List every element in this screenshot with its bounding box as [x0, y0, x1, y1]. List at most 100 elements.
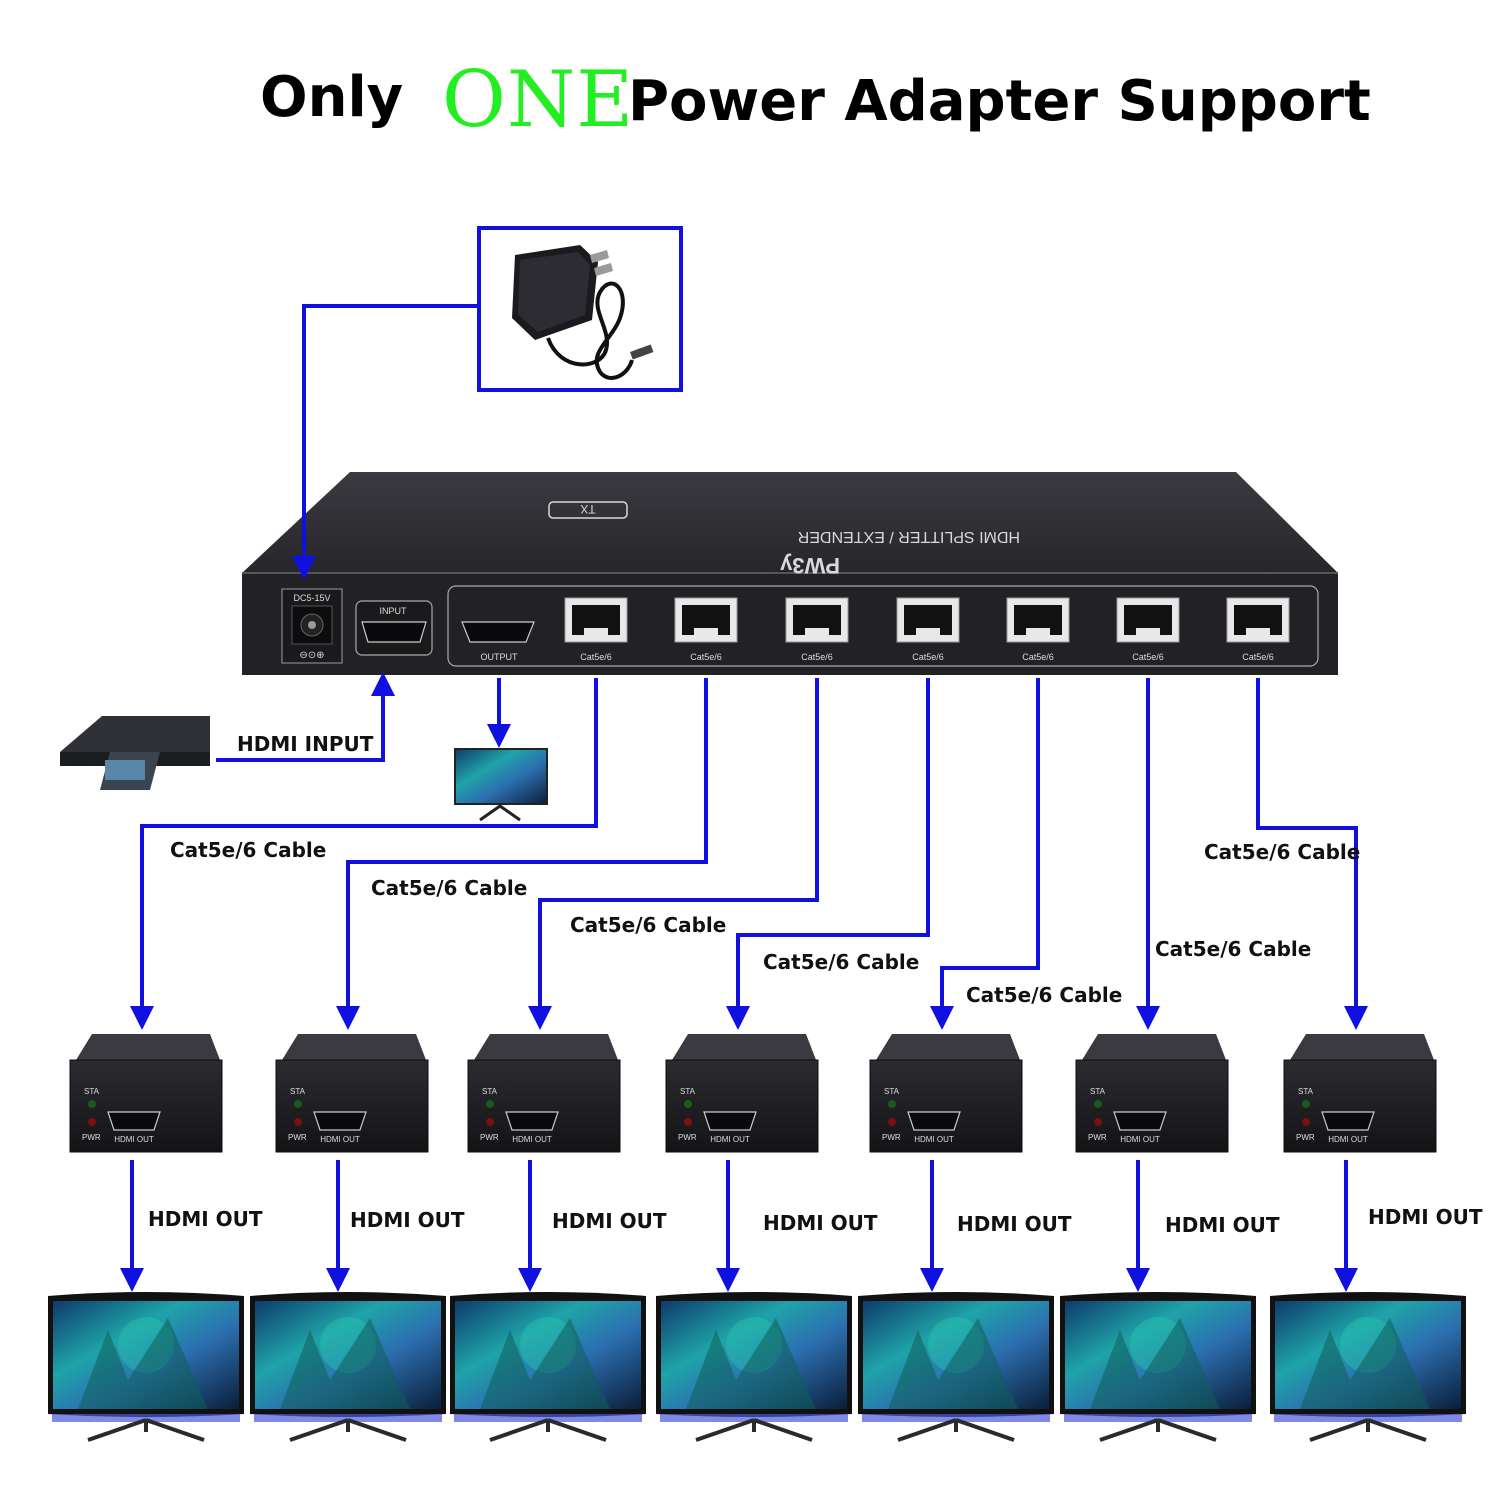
receiver-hdmi-out-label: HDMI OUT	[320, 1135, 360, 1144]
sta-led	[1302, 1100, 1310, 1108]
monitor-icon	[656, 1292, 852, 1442]
monitor-icon	[1270, 1292, 1466, 1442]
hdmi-input-label: INPUT	[380, 606, 408, 616]
rj45-port-label: Cat5e/6	[801, 652, 833, 662]
splitter-brand: PW3y	[779, 553, 840, 578]
receiver-sta-label: STA	[884, 1087, 900, 1096]
receivers: STA PWR HDMI OUT STA PWR HDMI OUT STA PWR HDMI O…	[69, 1034, 1437, 1153]
title-rest: Power Adapter Support	[628, 69, 1371, 134]
splitter-model-text: HDMI SPLITTER / EXTENDER	[798, 528, 1020, 545]
monitor-icon	[450, 1292, 646, 1442]
rj45-port: Cat5e/6	[785, 597, 849, 662]
receiver-sta-label: STA	[1298, 1087, 1314, 1096]
rj45-port-label: Cat5e/6	[580, 652, 612, 662]
cable-label: Cat5e/6 Cable	[1204, 840, 1361, 864]
rj45-port-label: Cat5e/6	[690, 652, 722, 662]
power-adapter-icon	[512, 245, 654, 380]
receiver-unit: STA PWR HDMI OUT	[467, 1034, 621, 1153]
cable-arrow	[726, 678, 930, 1030]
hdmi-input-arrow	[216, 672, 395, 762]
receiver-hdmi-port	[313, 1111, 367, 1131]
cable-label: Cat5e/6 Cable	[1155, 937, 1312, 961]
sta-led	[88, 1100, 96, 1108]
receiver-hdmi-port	[1113, 1111, 1167, 1131]
hdmi-out-label: HDMI OUT	[763, 1211, 878, 1235]
receiver-sta-label: STA	[290, 1087, 306, 1096]
sta-led	[294, 1100, 302, 1108]
pwr-led	[294, 1118, 302, 1126]
port-panel	[447, 585, 1319, 667]
cable-label: Cat5e/6 Cable	[371, 876, 528, 900]
receiver-hdmi-out-label: HDMI OUT	[1120, 1135, 1160, 1144]
small-monitor-icon	[454, 748, 548, 822]
pwr-led	[1094, 1118, 1102, 1126]
hdmi-output-port	[461, 621, 535, 643]
cable-arrow	[130, 678, 598, 1030]
pwr-led	[684, 1118, 692, 1126]
tx-badge-label: TX	[580, 502, 595, 516]
receiver-hdmi-out-label: HDMI OUT	[710, 1135, 750, 1144]
monitors	[48, 1292, 1466, 1442]
rj45-port: Cat5e/6	[1226, 597, 1290, 662]
monitor-icon	[48, 1292, 244, 1442]
receiver-pwr-label: PWR	[882, 1133, 901, 1142]
hdmi-out-label: HDMI OUT	[1368, 1205, 1483, 1229]
receiver-pwr-label: PWR	[82, 1133, 101, 1142]
receiver-hdmi-port	[505, 1111, 559, 1131]
rj45-port: Cat5e/6	[564, 597, 628, 662]
pwr-led	[88, 1118, 96, 1126]
hdmi-out-label: HDMI OUT	[1165, 1213, 1280, 1237]
rj45-port: Cat5e/6	[674, 597, 738, 662]
cable-label: Cat5e/6 Cable	[966, 983, 1123, 1007]
cable-arrow	[1256, 678, 1368, 1030]
power-arrow	[292, 304, 479, 580]
splitter-device: HDMI SPLITTER / EXTENDER PW3y TX DC5-15V…	[242, 472, 1338, 675]
pwr-led	[486, 1118, 494, 1126]
receiver-pwr-label: PWR	[1088, 1133, 1107, 1142]
receiver-sta-label: STA	[84, 1087, 100, 1096]
hdmi-out-label: HDMI OUT	[957, 1212, 1072, 1236]
rj45-port: Cat5e/6	[896, 597, 960, 662]
monitor-icon	[250, 1292, 446, 1442]
cable-arrow	[336, 678, 708, 1030]
hdmi-input-port	[361, 621, 427, 643]
svg-text:⊖⊙⊕: ⊖⊙⊕	[299, 650, 324, 661]
receiver-hdmi-out-label: HDMI OUT	[512, 1135, 552, 1144]
cable-arrow	[528, 678, 819, 1030]
receiver-sta-label: STA	[1090, 1087, 1106, 1096]
hdmi-input-label-text: HDMI INPUT	[237, 732, 374, 756]
title-one: ONE	[442, 55, 635, 145]
sta-led	[486, 1100, 494, 1108]
tx-badge	[548, 501, 628, 519]
rj45-port: Cat5e/6	[1006, 597, 1070, 662]
receiver-hdmi-port	[703, 1111, 757, 1131]
receiver-pwr-label: PWR	[480, 1133, 499, 1142]
pwr-led	[888, 1118, 896, 1126]
monitor-icon	[1060, 1292, 1256, 1442]
hdmi-output-label: OUTPUT	[481, 652, 519, 662]
dc-label: DC5-15V	[293, 593, 330, 603]
cable-arrows	[130, 678, 1368, 1030]
bluray-player-icon	[60, 716, 210, 790]
pwr-led	[1302, 1118, 1310, 1126]
receiver-pwr-label: PWR	[288, 1133, 307, 1142]
page-title: Only ONE Power Adapter Support	[0, 55, 1500, 145]
receiver-unit: STA PWR HDMI OUT	[1075, 1034, 1229, 1153]
receiver-sta-label: STA	[680, 1087, 696, 1096]
cable-label: Cat5e/6 Cable	[170, 838, 327, 862]
receiver-hdmi-out-label: HDMI OUT	[1328, 1135, 1368, 1144]
receiver-sta-label: STA	[482, 1087, 498, 1096]
hdmi-out-label: HDMI OUT	[350, 1208, 465, 1232]
receiver-unit: STA PWR HDMI OUT	[1283, 1034, 1437, 1153]
hdmi-out-label: HDMI OUT	[552, 1209, 667, 1233]
receiver-hdmi-port	[107, 1111, 161, 1131]
receiver-unit: STA PWR HDMI OUT	[275, 1034, 429, 1153]
hdmi-out-arrows	[120, 1160, 1358, 1292]
rj45-port-label: Cat5e/6	[912, 652, 944, 662]
receiver-pwr-label: PWR	[1296, 1133, 1315, 1142]
cable-label: Cat5e/6 Cable	[763, 950, 920, 974]
